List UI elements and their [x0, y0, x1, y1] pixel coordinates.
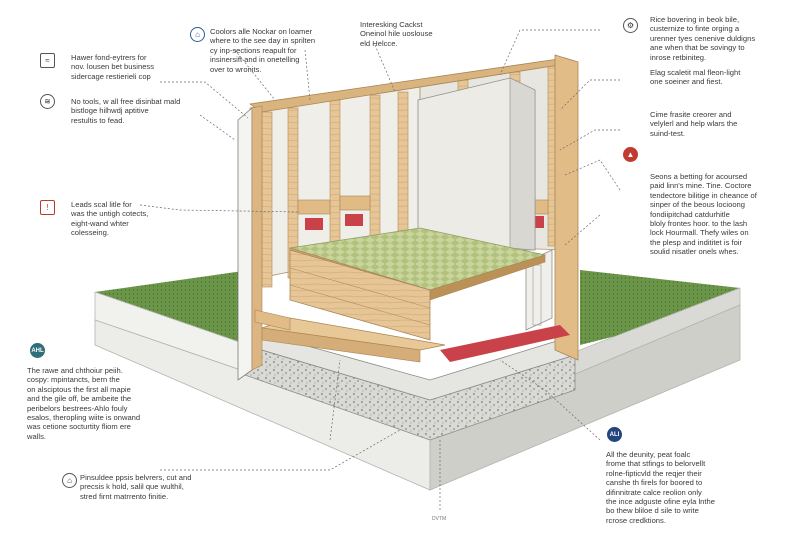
callout-text: Interesking Cackst Oneinol hile uoslouse… [360, 20, 433, 48]
callout-text: Elag scaletit mal fleon-light one soeine… [650, 68, 741, 87]
corner-frame [525, 54, 579, 361]
label-icon: ALI [607, 427, 622, 442]
base-insulation [254, 309, 570, 362]
callout-text: The rawe and chthoiur peiih. cospy: mpin… [27, 366, 141, 441]
callout-text: All the deunity, peat foalc frome that s… [606, 450, 715, 525]
label-icon: AHL [30, 343, 45, 358]
home-icon: ⌂ [190, 27, 205, 42]
callout-text: Seons a betting for acoursed paid linn's… [650, 172, 757, 257]
callout-text: Rice bovering in beok bile, custernize t… [650, 15, 756, 62]
callout-text: Coolors alle Nockar on loamer where to t… [210, 27, 316, 74]
leader-lines [139, 29, 621, 510]
callout-text: Pinsuldee ppsis belvrers, cut and precsi… [80, 473, 192, 501]
settings-icon: ⚙ [623, 18, 638, 33]
waves-icon: ≋ [40, 94, 55, 109]
callout-text: Leads scal litle for was the untigh cote… [71, 200, 149, 238]
plywood-stack [261, 249, 446, 363]
home-icon: ⌂ [62, 473, 77, 488]
footer-label: DVTM [432, 516, 447, 522]
callout-text: Hawer fond-eytrers for nov. lousen bet b… [71, 53, 155, 81]
waves-icon: ≈ [40, 53, 55, 68]
warning-icon: ▲ [623, 147, 638, 162]
callout-text: Cime frasite creorer and velylerl and he… [650, 110, 738, 138]
drywall-panel [417, 77, 536, 251]
callout-text: No tools, w all free disinbat mald bistl… [71, 97, 181, 125]
left-wall-edge [237, 105, 263, 381]
alert-icon: ! [40, 200, 55, 215]
